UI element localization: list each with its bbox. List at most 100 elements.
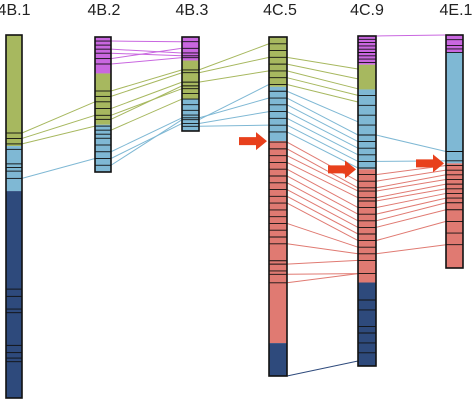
connection-line bbox=[110, 40, 183, 43]
connection-line bbox=[286, 243, 359, 255]
connection-line bbox=[286, 117, 359, 156]
chromosome-tracks bbox=[5, 34, 464, 399]
connection-line bbox=[286, 70, 359, 90]
connection-line bbox=[286, 77, 359, 96]
track-outline bbox=[5, 34, 23, 399]
track-outline bbox=[268, 36, 288, 377]
track-4b2 bbox=[94, 36, 112, 173]
connection-line bbox=[375, 209, 447, 228]
connection-line bbox=[286, 222, 359, 248]
track-segment bbox=[6, 146, 22, 192]
connection-line bbox=[375, 183, 447, 199]
track-outline bbox=[357, 35, 377, 367]
track-4b3 bbox=[181, 36, 200, 132]
connection-line bbox=[110, 81, 183, 110]
connection-lines bbox=[21, 34, 447, 377]
connection-line bbox=[375, 174, 447, 189]
track-label-4b3: 4B.3 bbox=[176, 2, 209, 19]
connection-line bbox=[375, 192, 447, 209]
connection-line bbox=[286, 83, 359, 103]
track-label-4b2: 4B.2 bbox=[88, 2, 121, 19]
track-segment bbox=[358, 36, 376, 65]
track-label-4b1: 4B.1 bbox=[0, 2, 31, 19]
connection-line bbox=[375, 34, 447, 37]
connection-line bbox=[286, 63, 359, 80]
connection-line bbox=[286, 161, 359, 199]
breakpoint-arrow-icon bbox=[328, 160, 356, 179]
connection-line bbox=[110, 119, 183, 166]
connection-line bbox=[286, 148, 359, 189]
connection-line bbox=[110, 47, 183, 60]
connection-line bbox=[286, 90, 359, 123]
track-segment bbox=[6, 191, 22, 398]
connection-line bbox=[198, 56, 270, 74]
track-segment bbox=[269, 86, 287, 142]
breakpoint-arrow-icon bbox=[416, 154, 444, 173]
connection-line bbox=[286, 155, 359, 192]
connection-line bbox=[198, 97, 270, 119]
connection-line bbox=[286, 189, 359, 228]
connection-line bbox=[198, 43, 270, 71]
track-segment bbox=[446, 35, 463, 53]
connection-line bbox=[286, 202, 359, 242]
connection-line bbox=[375, 202, 447, 222]
connection-line bbox=[198, 84, 270, 121]
track-4b1 bbox=[5, 34, 23, 399]
track-segment bbox=[95, 124, 111, 172]
breakpoint-arrows bbox=[239, 132, 444, 179]
connection-line bbox=[286, 273, 359, 284]
track-outline bbox=[181, 36, 200, 132]
track-segment bbox=[358, 89, 376, 170]
connection-line bbox=[286, 182, 359, 222]
connection-line bbox=[286, 124, 359, 162]
connection-line bbox=[375, 178, 447, 192]
track-segment bbox=[358, 169, 376, 283]
connection-line bbox=[286, 56, 359, 70]
connection-line bbox=[375, 188, 447, 202]
track-segment bbox=[182, 37, 199, 61]
track-4c5 bbox=[268, 36, 288, 377]
connection-line bbox=[110, 48, 183, 54]
track-segment bbox=[446, 163, 463, 268]
track-segment bbox=[269, 141, 287, 344]
track-label-4c9: 4C.9 bbox=[350, 2, 384, 19]
connection-line bbox=[21, 101, 96, 134]
connection-line bbox=[110, 117, 183, 153]
connection-line bbox=[110, 85, 183, 120]
connection-line bbox=[375, 169, 447, 182]
connection-line bbox=[286, 104, 359, 143]
track-segment bbox=[6, 35, 22, 147]
track-label-4c5: 4C.5 bbox=[263, 2, 297, 19]
connection-line bbox=[286, 259, 359, 265]
connection-line bbox=[286, 273, 359, 275]
connection-line bbox=[286, 175, 359, 215]
connection-line bbox=[286, 360, 359, 377]
track-segment bbox=[269, 343, 287, 376]
connection-line bbox=[110, 123, 183, 159]
connection-line bbox=[286, 168, 359, 209]
connection-line bbox=[110, 57, 183, 65]
connection-line bbox=[286, 111, 359, 149]
connection-line bbox=[286, 97, 359, 136]
connection-line bbox=[375, 220, 447, 242]
connection-line bbox=[110, 72, 183, 97]
connection-line bbox=[110, 88, 183, 116]
track-segment bbox=[269, 37, 287, 87]
connection-line bbox=[21, 125, 96, 145]
connection-line bbox=[21, 158, 96, 179]
track-labels: 4B.1 4B.2 4B.3 4C.5 4C.9 4E.1 bbox=[0, 2, 473, 19]
track-4e1 bbox=[445, 34, 464, 269]
track-outline bbox=[445, 34, 464, 269]
track-segment bbox=[358, 282, 376, 366]
connection-line bbox=[110, 69, 183, 92]
track-segment bbox=[95, 37, 111, 74]
track-4c9 bbox=[357, 35, 377, 367]
connection-line bbox=[198, 111, 270, 124]
connection-line bbox=[375, 197, 447, 215]
connection-line bbox=[110, 98, 183, 131]
connection-line bbox=[375, 244, 447, 255]
track-segment bbox=[95, 73, 111, 125]
track-label-4e1: 4E.1 bbox=[440, 2, 473, 19]
connection-line bbox=[198, 70, 270, 83]
